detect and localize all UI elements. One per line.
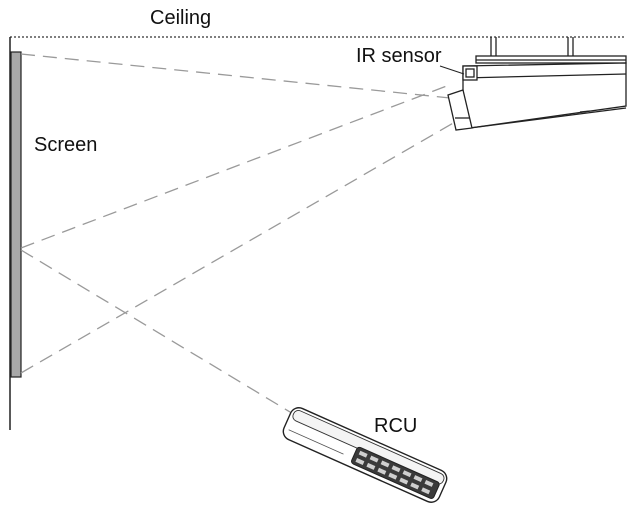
- beam-top: [20, 53, 451, 99]
- ir-sensor-pointer: [439, 65, 465, 75]
- screen-panel: [10, 51, 22, 378]
- beam-lower: [20, 121, 456, 374]
- rcu-label: RCU: [374, 415, 418, 437]
- ceiling-label: Ceiling: [150, 7, 212, 29]
- beam-remote: [20, 249, 301, 419]
- screen-label: Screen: [34, 134, 98, 156]
- ceiling-mount: [475, 37, 627, 64]
- beam-upper: [20, 83, 453, 249]
- ir-sensor-label: IR sensor: [356, 45, 442, 67]
- ir-sensor: [462, 65, 478, 81]
- projection-beams: [20, 53, 456, 419]
- remote-control: [282, 407, 448, 503]
- projector: [447, 62, 627, 131]
